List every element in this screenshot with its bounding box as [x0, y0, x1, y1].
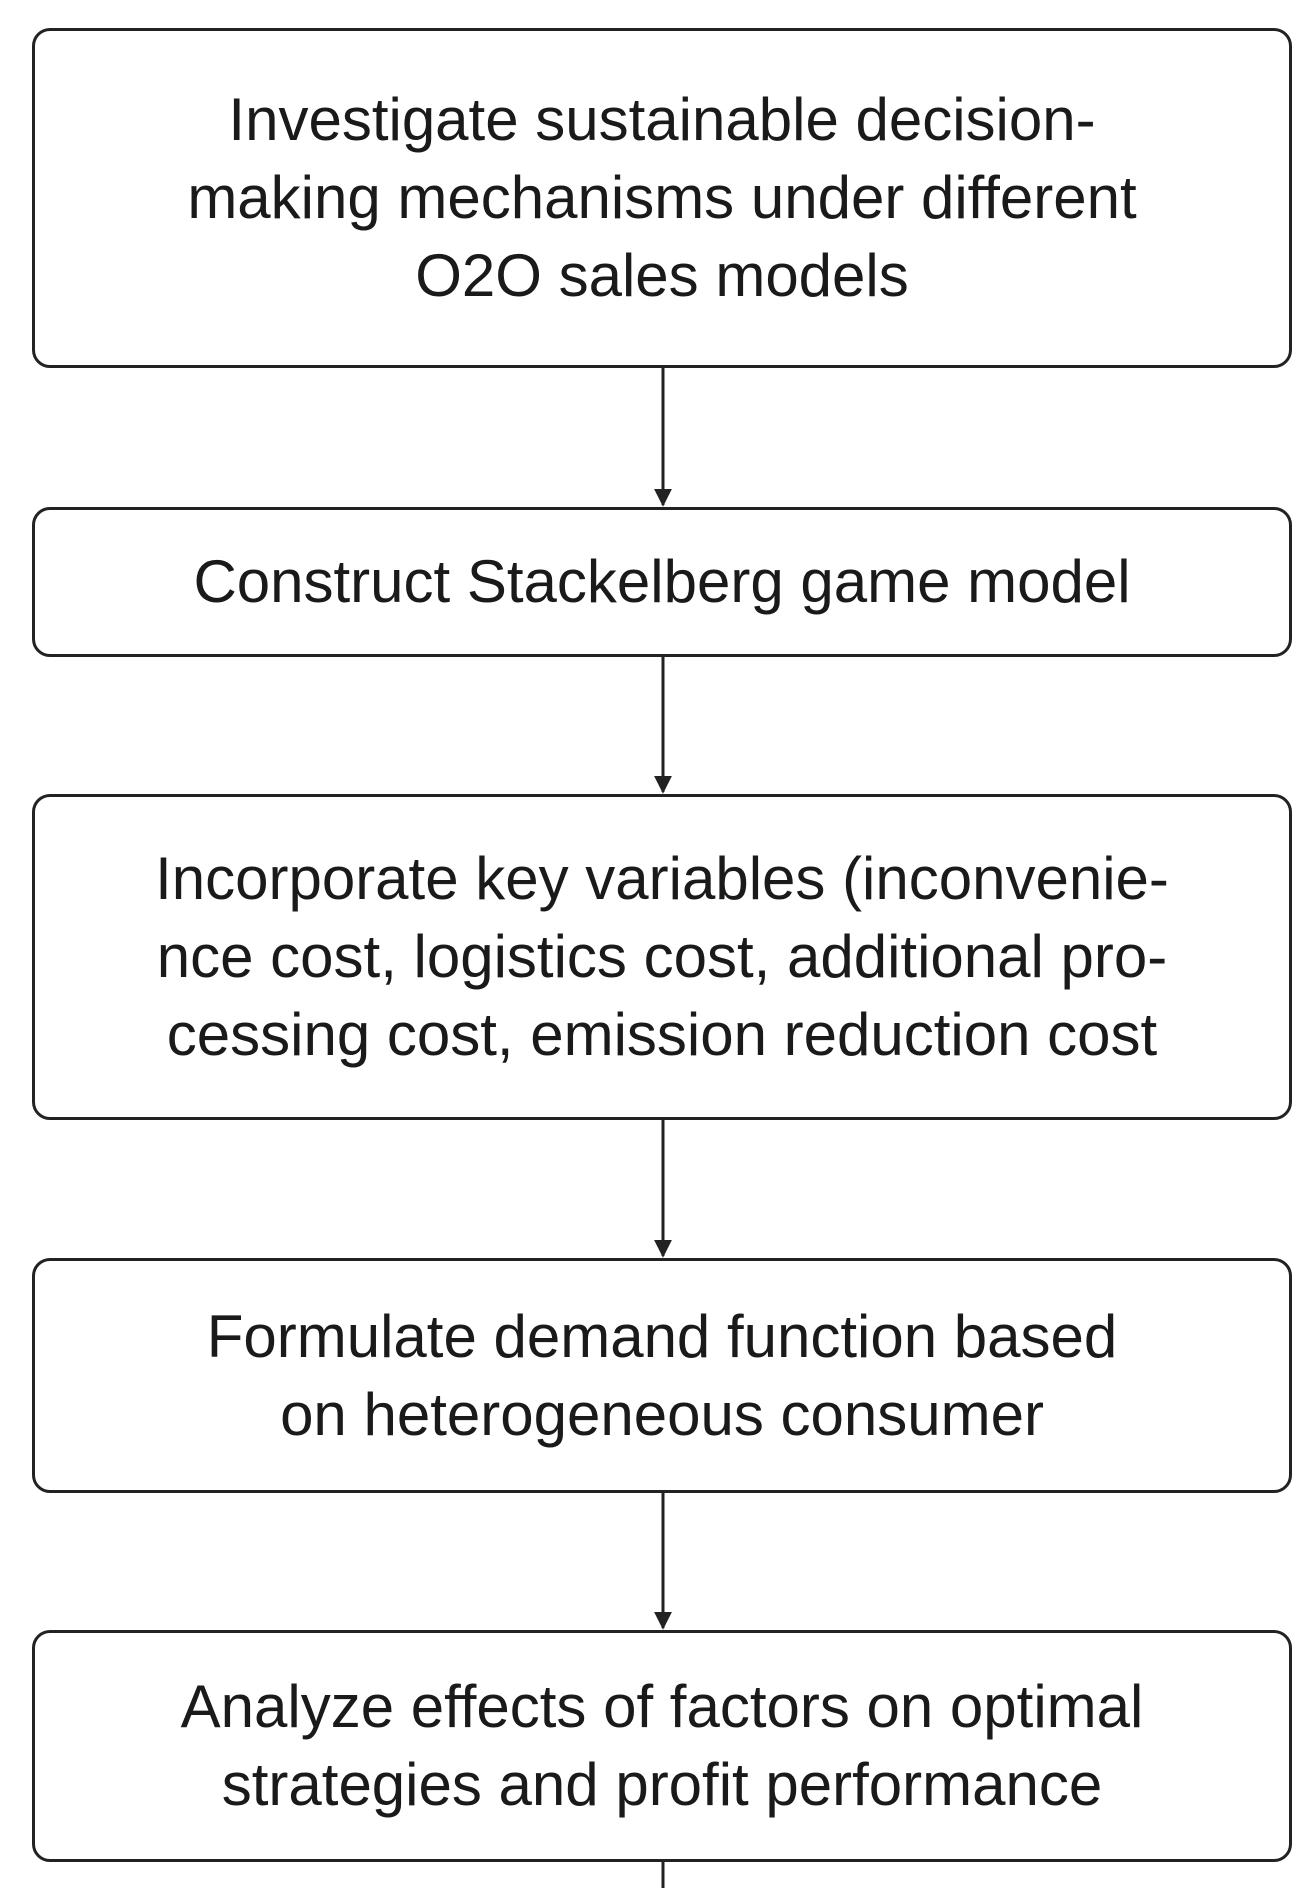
step-incorporate-variables-box: Incorporate key variables (inconvenie- n…	[32, 794, 1292, 1120]
step-investigate-box: Investigate sustainable decision- making…	[32, 28, 1292, 368]
step-formulate-demand-box: Formulate demand function based on heter…	[32, 1258, 1292, 1493]
step-construct-model-box: Construct Stackelberg game model	[32, 507, 1292, 657]
step-analyze-effects-box: Analyze effects of factors on optimal st…	[32, 1630, 1292, 1862]
